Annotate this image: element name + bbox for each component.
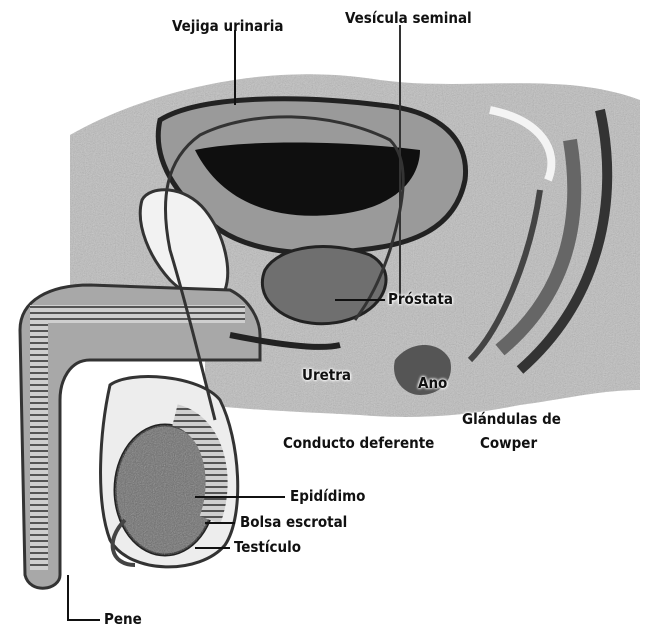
label-vas-deferens: Conducto deferente [283, 436, 434, 451]
label-bladder: Vejiga urinaria [172, 19, 283, 34]
label-prostate: Próstata [388, 292, 453, 307]
label-epididymis: Epidídimo [290, 489, 365, 504]
label-cowper-glands: Glándulas de [462, 412, 561, 427]
label-testis: Testículo [234, 540, 301, 555]
label-scrotum: Bolsa escrotal [240, 515, 347, 530]
label-cowper: Cowper [480, 436, 537, 451]
label-seminal-vesicle: Vesícula seminal [345, 11, 472, 26]
label-anus: Ano [418, 376, 447, 391]
prostate [262, 247, 386, 324]
label-penis: Pene [104, 612, 142, 627]
label-urethra: Uretra [302, 368, 351, 383]
scrotum [101, 377, 238, 567]
